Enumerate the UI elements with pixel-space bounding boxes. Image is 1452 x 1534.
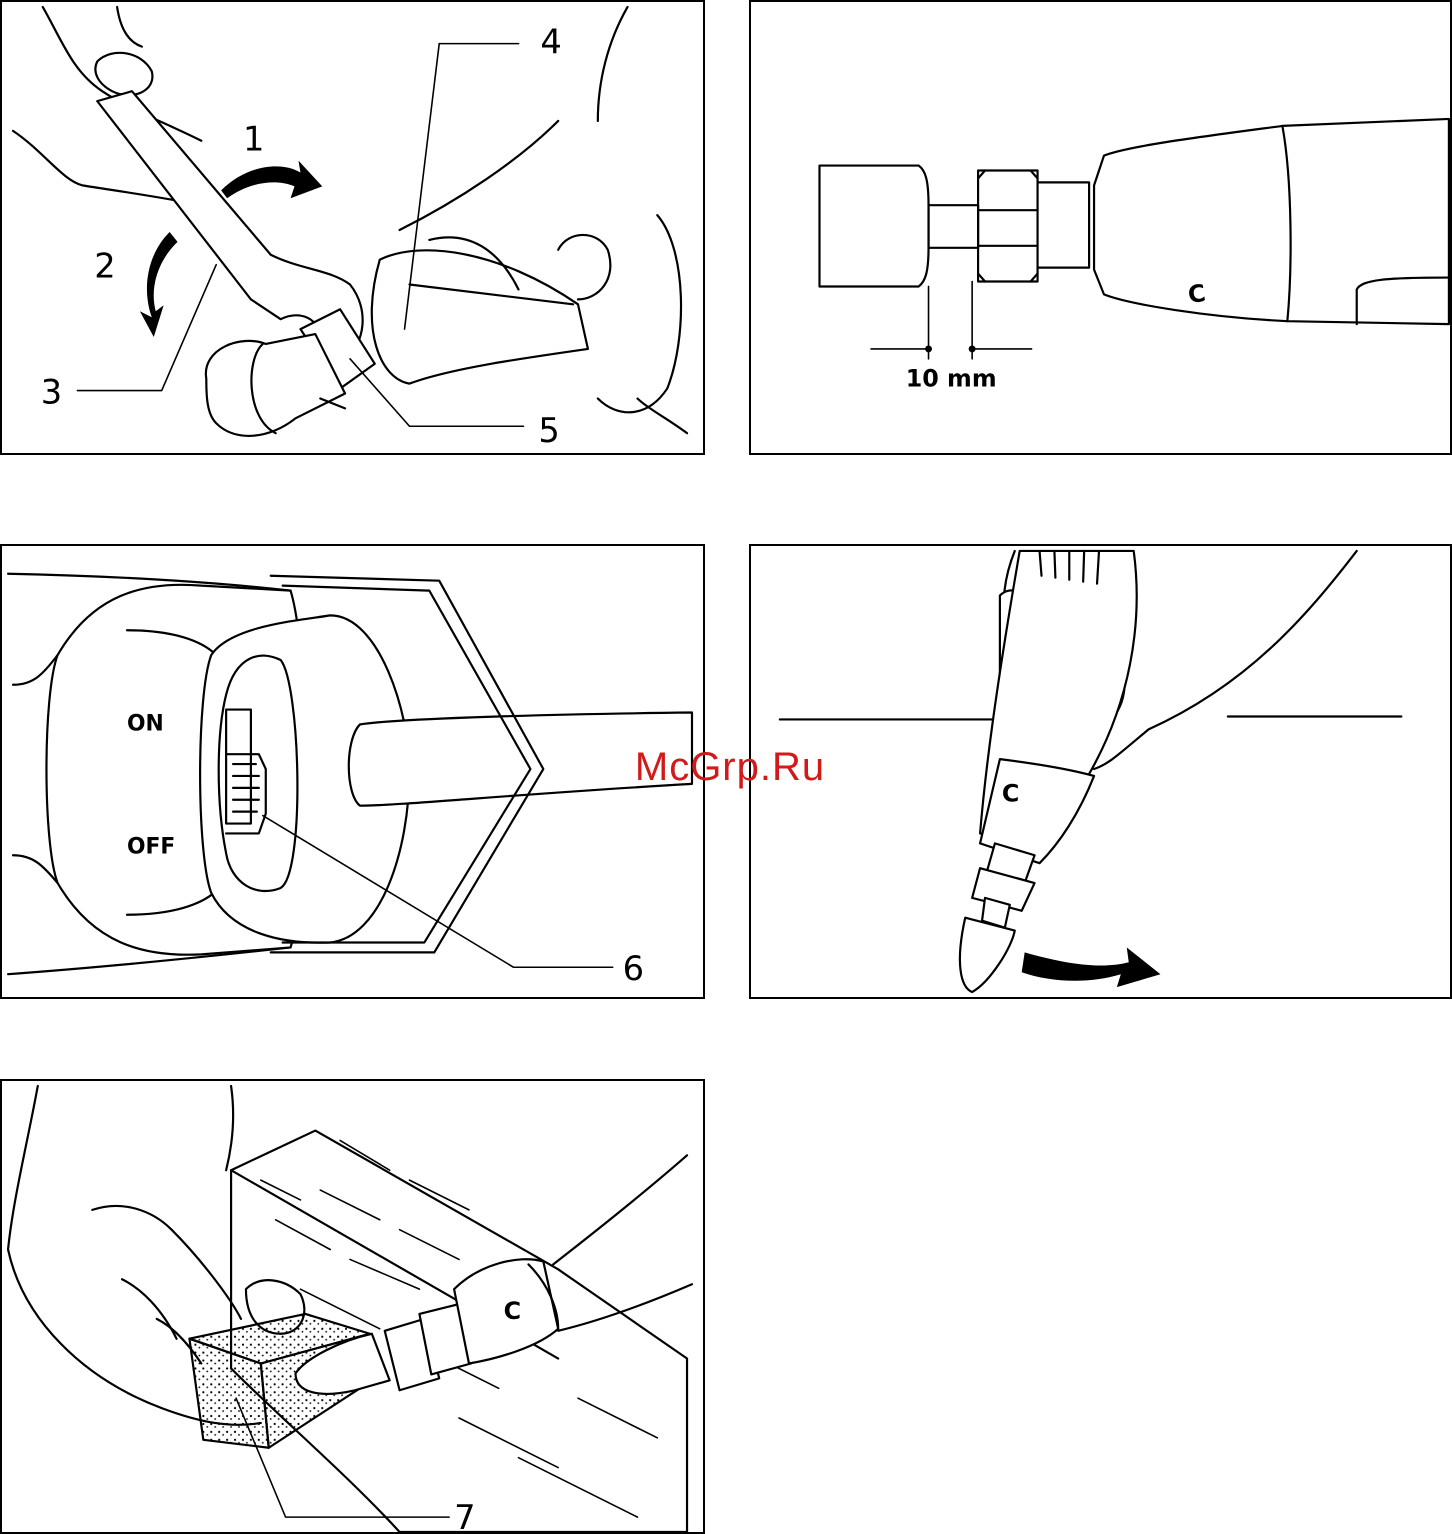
collet-wrench-illustration: 4 5 3 1 2 (2, 2, 703, 453)
callout-5: 5 (538, 411, 559, 450)
callout-3: 3 (41, 372, 62, 411)
tool-marking-2: C (1002, 780, 1019, 808)
dressing-stone-illustration: C 7 (2, 1081, 703, 1532)
insertion-depth-illustration: C 10 mm (751, 2, 1450, 453)
panel-dressing-stone: C 7 (0, 1079, 705, 1534)
switch-off-label: OFF (127, 834, 175, 859)
callout-2: 2 (94, 247, 115, 286)
callout-4: 4 (540, 23, 561, 62)
switch-illustration: ON OFF 6 (2, 546, 703, 997)
dimension-label: 10 mm (906, 365, 997, 393)
watermark: McGrp.Ru (600, 745, 860, 790)
tool-marking-3: C (504, 1297, 521, 1325)
callout-1: 1 (243, 120, 264, 159)
panel-insertion-depth: C 10 mm (749, 0, 1452, 455)
switch-on-label: ON (127, 711, 164, 736)
callout-7: 7 (454, 1498, 475, 1532)
panel-collet-wrench: 4 5 3 1 2 (0, 0, 705, 455)
callout-6: 6 (623, 949, 644, 988)
